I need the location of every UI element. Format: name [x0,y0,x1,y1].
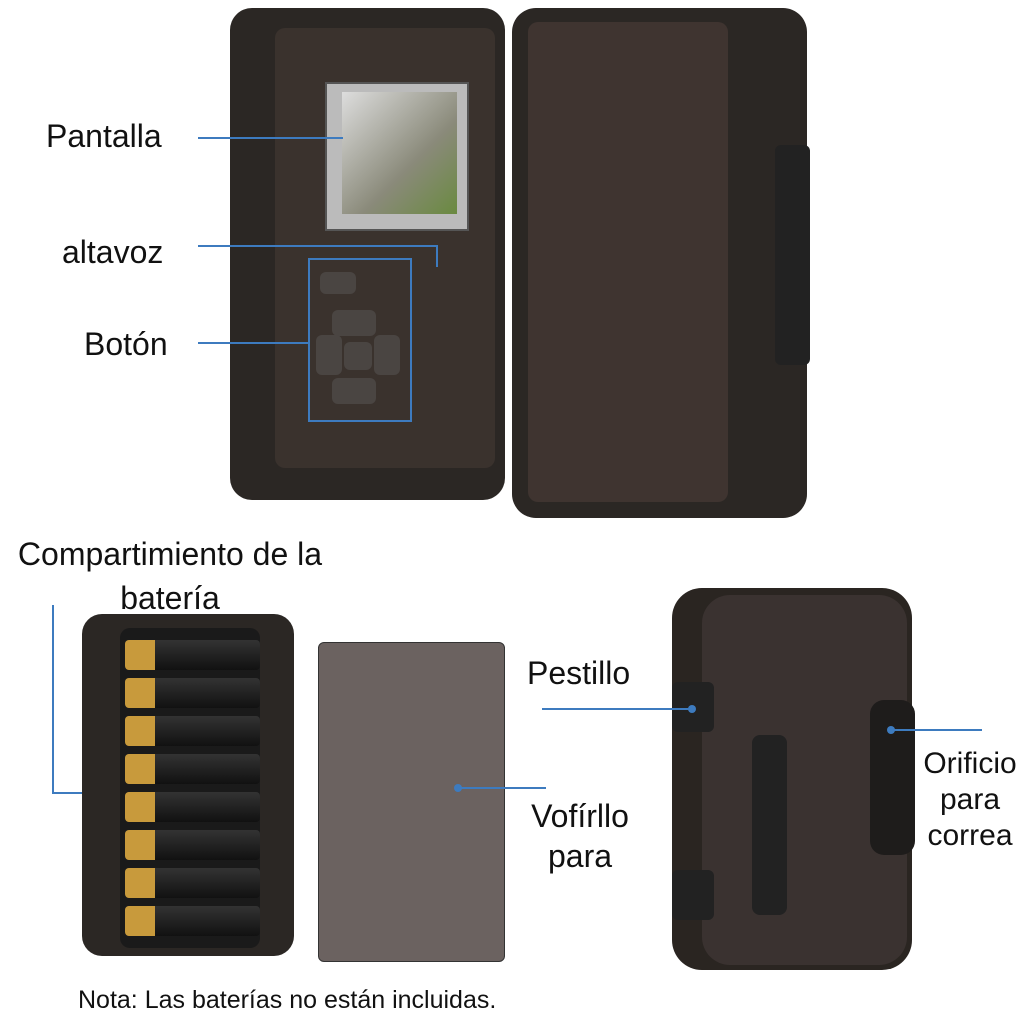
battery [125,792,260,822]
dpad-ok[interactable] [344,342,372,370]
latch-dot [688,705,696,713]
dpad-right[interactable] [374,335,400,375]
leader-screen [198,137,343,139]
dpad-left[interactable] [316,335,342,375]
note-text: Nota: Las baterías no están incluidas. [78,986,497,1014]
label-speaker: altavoz [62,234,164,270]
latch[interactable] [672,870,714,920]
camera-door-inner [528,22,728,502]
leader-strap [892,729,982,731]
leader-latch [542,708,692,710]
battery [125,868,260,898]
label-cover: Vofírllo para [531,798,629,874]
leader-speaker [198,245,438,247]
label-battery-compartment: Compartimiento de la batería [17,536,323,616]
battery [125,678,260,708]
battery [125,830,260,860]
strap-slot-side [752,735,787,915]
strap-slot [775,145,810,365]
label-screen: Pantalla [46,118,162,154]
leader-cover [458,787,546,789]
label-strap-hole: Orificio para correa [923,747,1017,852]
leader-speaker-v [436,245,438,267]
strap-dot [887,726,895,734]
menu-button[interactable] [320,272,356,294]
leader-button [198,342,310,344]
strap-hole [870,700,915,855]
battery [125,754,260,784]
battery-cover[interactable] [318,642,505,962]
battery [125,716,260,746]
dpad-down[interactable] [332,378,376,404]
leader-battery [52,605,54,793]
battery-bay [120,628,260,948]
battery [125,906,260,936]
dpad-up[interactable] [332,310,376,336]
label-button: Botón [84,326,168,362]
battery [125,640,260,670]
button-panel [308,258,412,422]
display-image [342,92,457,214]
label-latch: Pestillo [527,655,631,691]
